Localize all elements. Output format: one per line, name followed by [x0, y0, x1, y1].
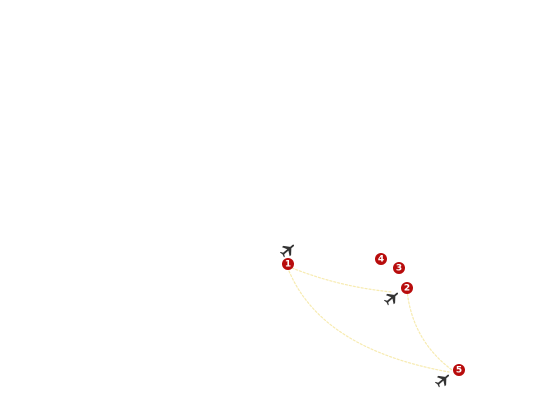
marker-pin-icon [393, 262, 405, 274]
planes-layer [278, 240, 453, 389]
routes-layer [288, 267, 453, 373]
route-1-to-5 [288, 270, 450, 373]
map-marker-3[interactable]: 3 [393, 262, 405, 274]
marker-label: 2 [404, 284, 410, 294]
map-marker-4[interactable]: 4 [375, 253, 387, 265]
map-marker-5[interactable]: 5 [453, 364, 465, 376]
marker-pin-icon [453, 364, 465, 376]
markers-layer: 1 2 3 4 5 [282, 253, 465, 376]
marker-pin-icon [282, 258, 294, 270]
map-marker-2[interactable]: 2 [401, 282, 413, 294]
marker-label: 1 [285, 260, 291, 270]
airplane-icon[interactable] [278, 240, 298, 259]
marker-label: 4 [378, 255, 384, 265]
airplane-icon[interactable] [382, 288, 402, 307]
route-2-to-5 [406, 289, 453, 371]
marker-label: 3 [396, 264, 402, 274]
marker-pin-icon [375, 253, 387, 265]
map-marker-1[interactable]: 1 [282, 258, 294, 270]
airplane-icon[interactable] [433, 370, 453, 389]
marker-label: 5 [456, 366, 462, 376]
marker-pin-icon [401, 282, 413, 294]
route-1-to-2 [291, 267, 393, 293]
